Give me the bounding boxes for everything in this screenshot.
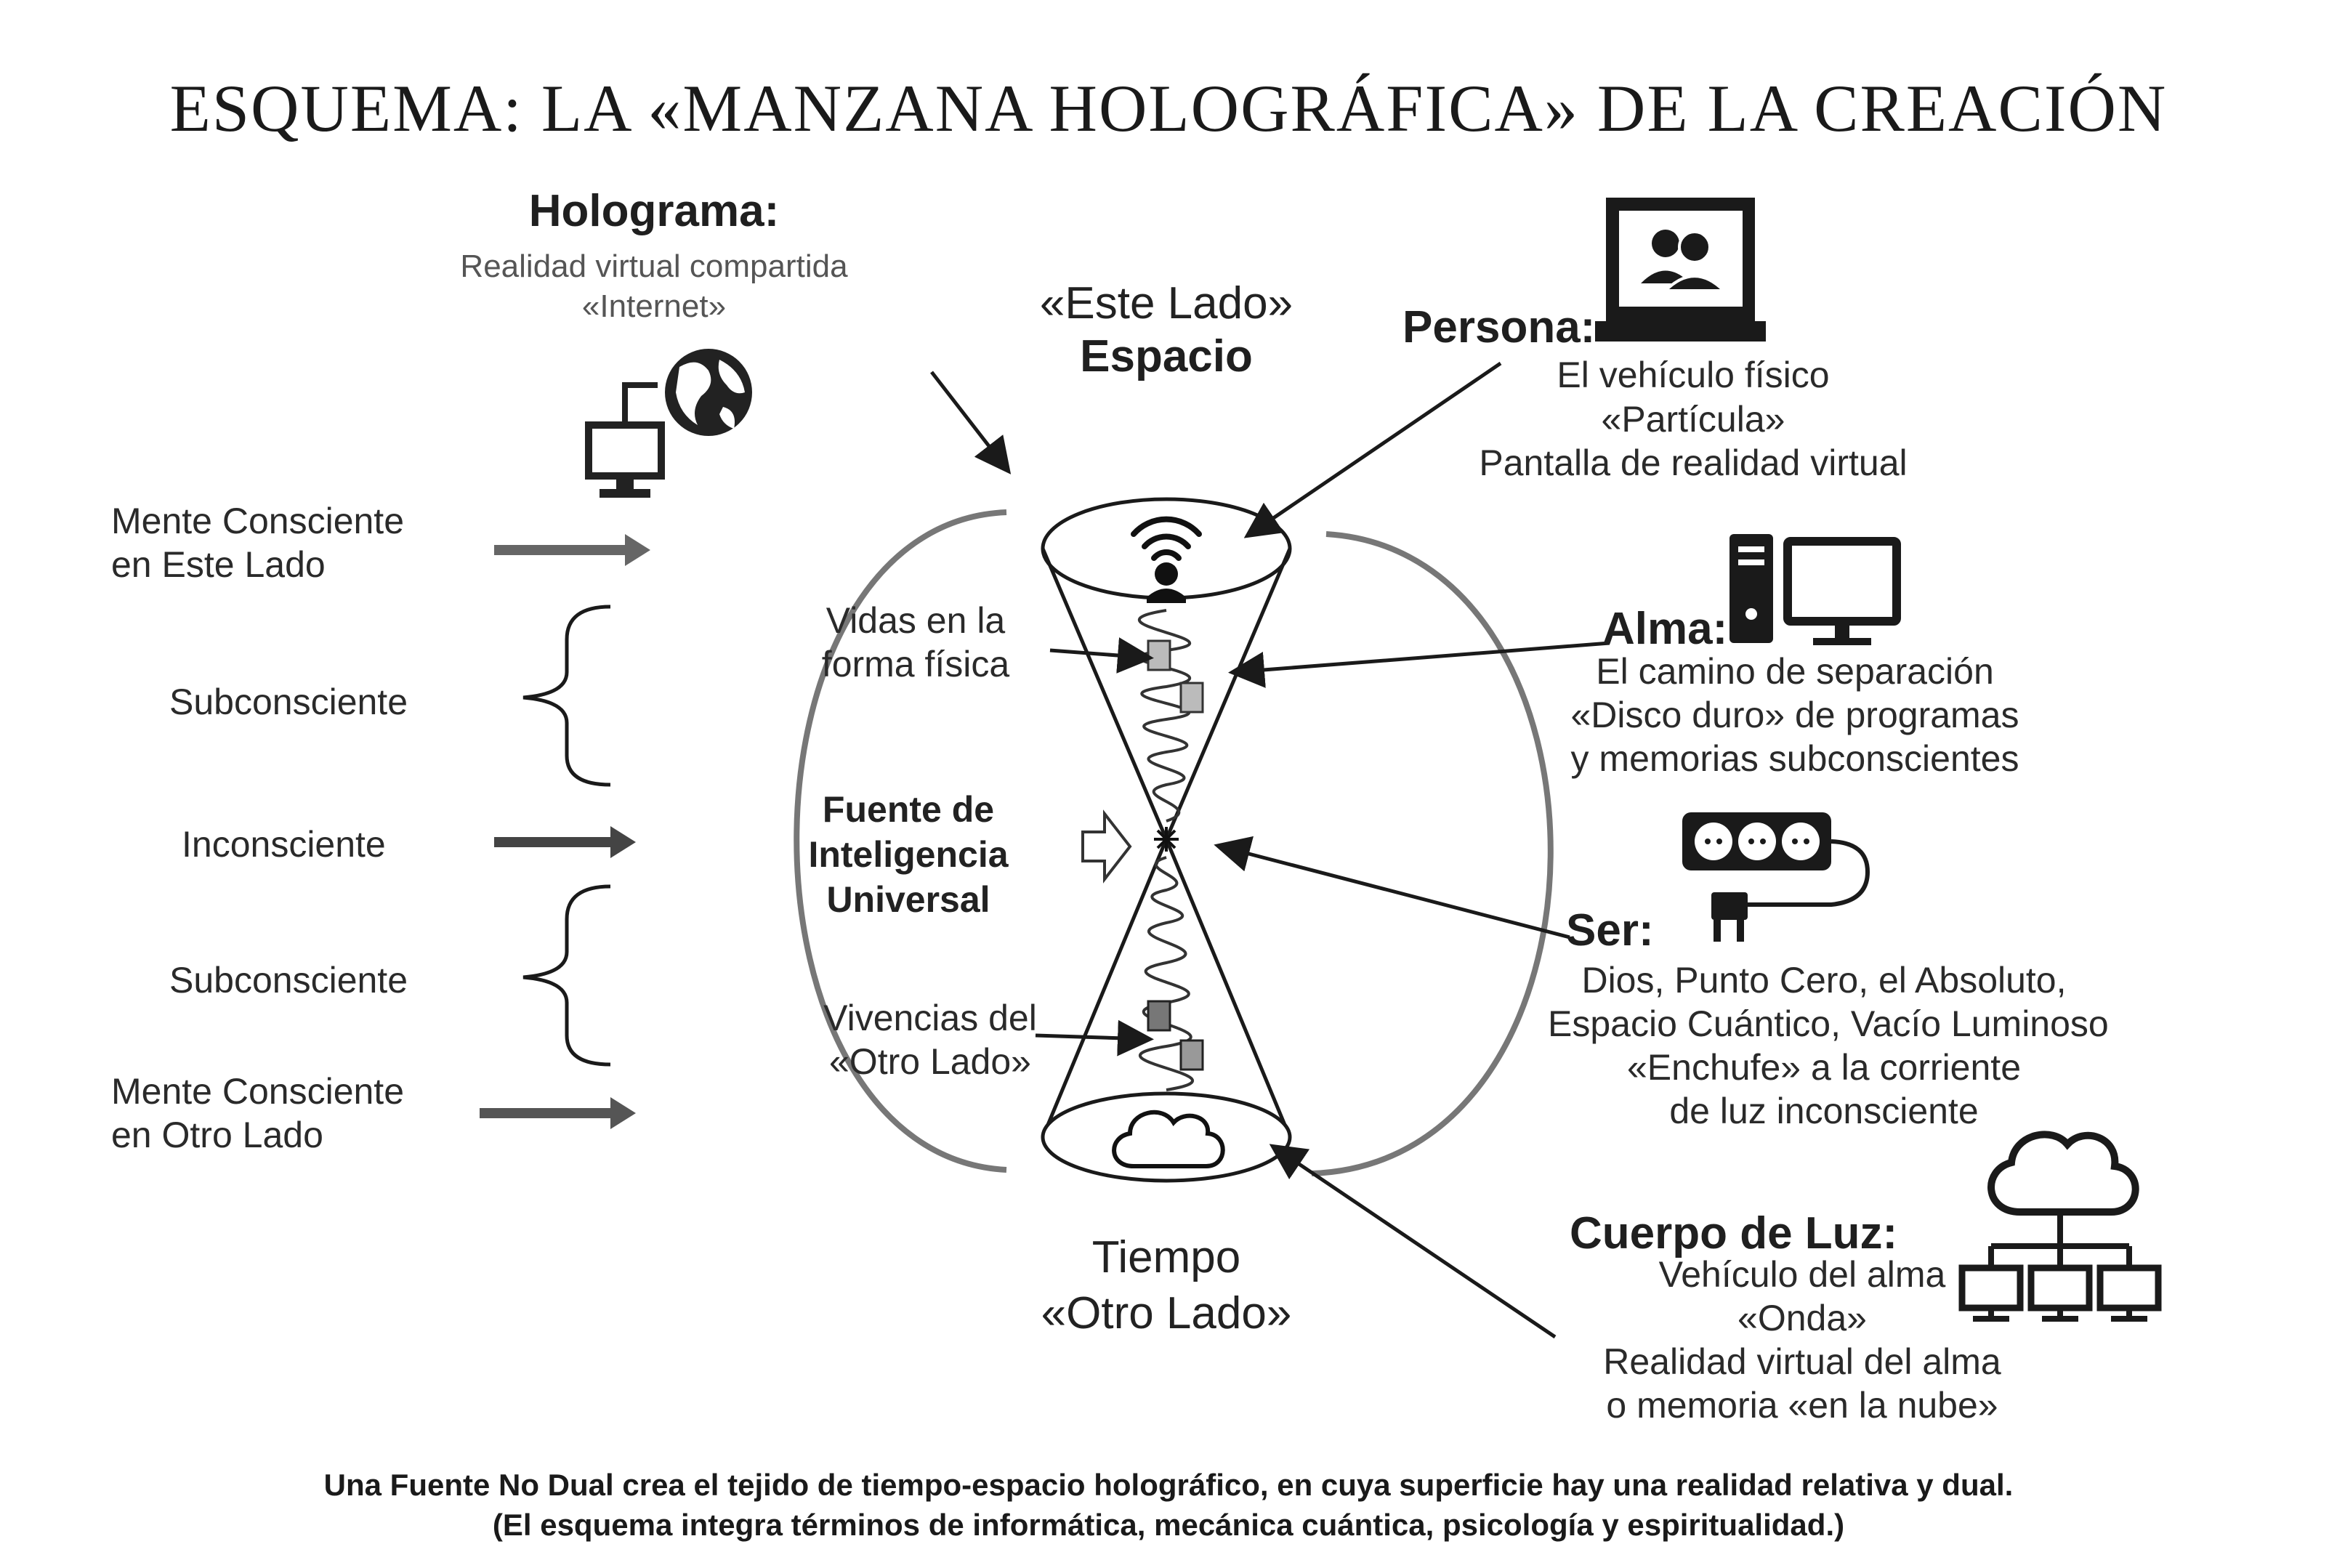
level-arrow-inconsciente xyxy=(494,826,636,858)
source-hollow-arrow xyxy=(1081,809,1132,884)
arrow-alma xyxy=(1228,641,1610,688)
caption-line1: Una Fuente No Dual crea el tejido de tie… xyxy=(323,1468,2014,1502)
persona-line2: «Partícula» xyxy=(1601,399,1785,440)
cuerpo-luz-line4: o memoria «en la nube» xyxy=(1606,1385,1998,1426)
users-monitor-icon xyxy=(1595,198,1766,342)
cuerpo-luz-label: Cuerpo de Luz: xyxy=(1570,1208,1898,1258)
computer-icon xyxy=(585,382,665,498)
level-arrow-mente-otro xyxy=(480,1097,636,1129)
alma-line2: «Disco duro» de programas xyxy=(1570,695,2019,735)
otherside-square-1 xyxy=(1147,1000,1171,1032)
desktop-pc-icon xyxy=(1729,534,1901,645)
cuerpo-luz-line2: «Onda» xyxy=(1737,1298,1867,1338)
life-square-2 xyxy=(1179,682,1204,714)
fuente-line2: Inteligencia xyxy=(808,834,1009,875)
alma-line1: El camino de separación xyxy=(1596,651,1994,692)
ser-line4: de luz inconsciente xyxy=(1669,1091,1979,1131)
holograma-line2: «Internet» xyxy=(581,288,727,324)
alma-line3: y memorias subconscientes xyxy=(1570,738,2019,779)
mente-este-line2: en Este Lado xyxy=(111,544,326,585)
otro-lado-label: «Otro Lado» xyxy=(1041,1288,1292,1338)
level-arrow-mente-este xyxy=(494,534,650,566)
upper-spiral xyxy=(1137,609,1191,823)
life-square-1 xyxy=(1147,639,1171,671)
este-lado-label: «Este Lado» xyxy=(1039,278,1293,328)
arrow-ser xyxy=(1214,836,1570,939)
otherside-square-2 xyxy=(1179,1039,1204,1071)
apple-left-arc xyxy=(794,509,1007,1173)
subconsciente-1-label: Subconsciente xyxy=(169,682,408,722)
brace-subconsciente-2 xyxy=(522,884,611,1067)
cuerpo-luz-line3: Realidad virtual del alma xyxy=(1603,1341,2001,1382)
mente-otro-line2: en Otro Lado xyxy=(111,1115,323,1155)
alma-label: Alma: xyxy=(1602,604,1728,654)
cloud-icon xyxy=(1112,1110,1225,1168)
holograma-line1: Realidad virtual compartida xyxy=(460,248,848,284)
globe-icon xyxy=(665,349,752,436)
hourglass-cone xyxy=(1041,497,1292,1183)
tiempo-label: Tiempo xyxy=(1091,1232,1241,1282)
cuerpo-luz-line1: Vehículo del alma xyxy=(1658,1254,1946,1295)
arrow-cuerpo-luz xyxy=(1269,1144,1557,1339)
fuente-line1: Fuente de xyxy=(822,789,995,830)
mente-otro-line1: Mente Consciente xyxy=(111,1071,405,1112)
brace-subconsciente-1 xyxy=(522,605,611,787)
cloud-network-icon xyxy=(1958,1131,2162,1322)
persona-line1: El vehículo físico xyxy=(1557,355,1830,395)
source-star-icon xyxy=(1154,827,1179,852)
apple-right-arc xyxy=(1311,531,1554,1176)
arrow-vidas xyxy=(1049,637,1154,674)
inconsciente-label: Inconsciente xyxy=(182,824,386,865)
ser-label: Ser: xyxy=(1566,905,1654,955)
persona-label: Persona: xyxy=(1402,302,1596,352)
power-strip-icon xyxy=(1682,812,1870,942)
vidas-line1: Vidas en la xyxy=(826,600,1006,641)
holograma-label: Holograma: xyxy=(528,186,780,236)
vivencias-line2: «Otro Lado» xyxy=(829,1041,1031,1082)
ser-line1: Dios, Punto Cero, el Absoluto, xyxy=(1581,960,2067,1001)
vivencias-line1: Vivencias del xyxy=(823,998,1037,1038)
arrow-este-lado xyxy=(930,371,1012,474)
wifi-person-icon xyxy=(1131,516,1202,561)
diagram-title: ESQUEMA: LA «MANZANA HOLOGRÁFICA» DE LA … xyxy=(169,71,2168,145)
ser-line2: Espacio Cuántico, Vacío Luminoso xyxy=(1548,1003,2109,1044)
subconsciente-2-label: Subconsciente xyxy=(169,960,408,1001)
fuente-line3: Universal xyxy=(826,879,990,920)
vidas-line2: forma física xyxy=(821,644,1010,684)
arrow-persona xyxy=(1243,361,1502,538)
caption-line2: (El esquema integra términos de informát… xyxy=(492,1508,1845,1542)
ser-line3: «Enchufe» a la corriente xyxy=(1626,1047,2022,1088)
arrow-vivencias xyxy=(1035,1019,1154,1056)
mente-este-line1: Mente Consciente xyxy=(111,501,405,541)
espacio-label: Espacio xyxy=(1080,331,1253,381)
persona-line3: Pantalla de realidad virtual xyxy=(1479,442,1908,483)
